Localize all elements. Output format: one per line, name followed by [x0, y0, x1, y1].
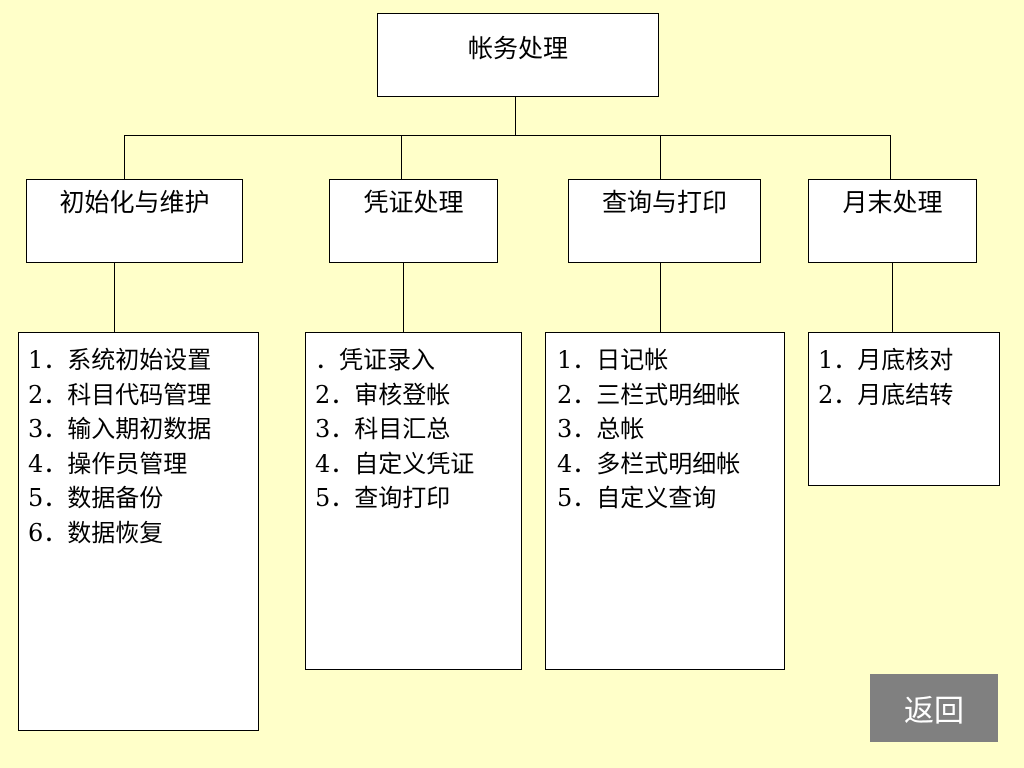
list-item: 1．系统初始设置 [28, 346, 212, 374]
module-label: 凭证处理 [363, 188, 464, 217]
list-month-end: 1．月底核对 2．月底结转 [808, 332, 1000, 486]
module-label: 初始化与维护 [59, 188, 210, 217]
list-item: 1．日记帐 [557, 346, 669, 374]
list-item: 3．输入期初数据 [28, 415, 212, 444]
list-item: 5．数据备份 [28, 484, 164, 513]
back-button[interactable]: 返回 [870, 674, 998, 742]
module-2-connector [401, 135, 402, 180]
module-voucher: 凭证处理 [329, 179, 498, 263]
list-item: 5．查询打印 [315, 484, 451, 513]
list-item: 4．操作员管理 [28, 449, 188, 478]
module-query-print: 查询与打印 [568, 179, 761, 263]
module-3-connector [660, 135, 661, 180]
module-label: 月末处理 [842, 188, 943, 217]
list-query-print: 1．日记帐 2．三栏式明细帐 3．总帐 4．多栏式明细帐 5．自定义查询 [545, 332, 785, 670]
list-item: 1．月底核对 [818, 346, 954, 374]
module-init-maintain: 初始化与维护 [26, 179, 243, 263]
module-label: 查询与打印 [601, 188, 727, 217]
root-node: 帐务处理 [377, 13, 659, 97]
module-month-end: 月末处理 [808, 179, 977, 263]
list-item: 2．三栏式明细帐 [557, 380, 741, 409]
list-voucher: ．凭证录入 2．审核登帐 3．科目汇总 4．自定义凭证 5．查询打印 [305, 332, 522, 670]
list-3-connector [660, 262, 661, 333]
list-1-connector [114, 262, 115, 333]
horizontal-connector [124, 135, 891, 136]
list-init-maintain: 1．系统初始设置 2．科目代码管理 3．输入期初数据 4．操作员管理 5．数据备… [18, 332, 259, 731]
list-2-connector [403, 262, 404, 333]
list-item: 4．多栏式明细帐 [557, 449, 741, 478]
module-4-connector [890, 135, 891, 180]
root-connector [515, 96, 516, 136]
list-item: 4．自定义凭证 [315, 449, 475, 478]
module-1-connector [124, 135, 125, 180]
list-item: 3．总帐 [557, 415, 645, 444]
list-item: 2．月底结转 [818, 380, 954, 409]
list-item: 5．自定义查询 [557, 484, 717, 513]
list-item: 2．科目代码管理 [28, 380, 212, 409]
list-item: 2．审核登帐 [315, 380, 451, 409]
list-4-connector [892, 262, 893, 333]
list-item: ．凭证录入 [315, 346, 435, 374]
list-item: 3．科目汇总 [315, 415, 451, 444]
root-label: 帐务处理 [467, 34, 568, 63]
list-item: 6．数据恢复 [28, 518, 164, 547]
